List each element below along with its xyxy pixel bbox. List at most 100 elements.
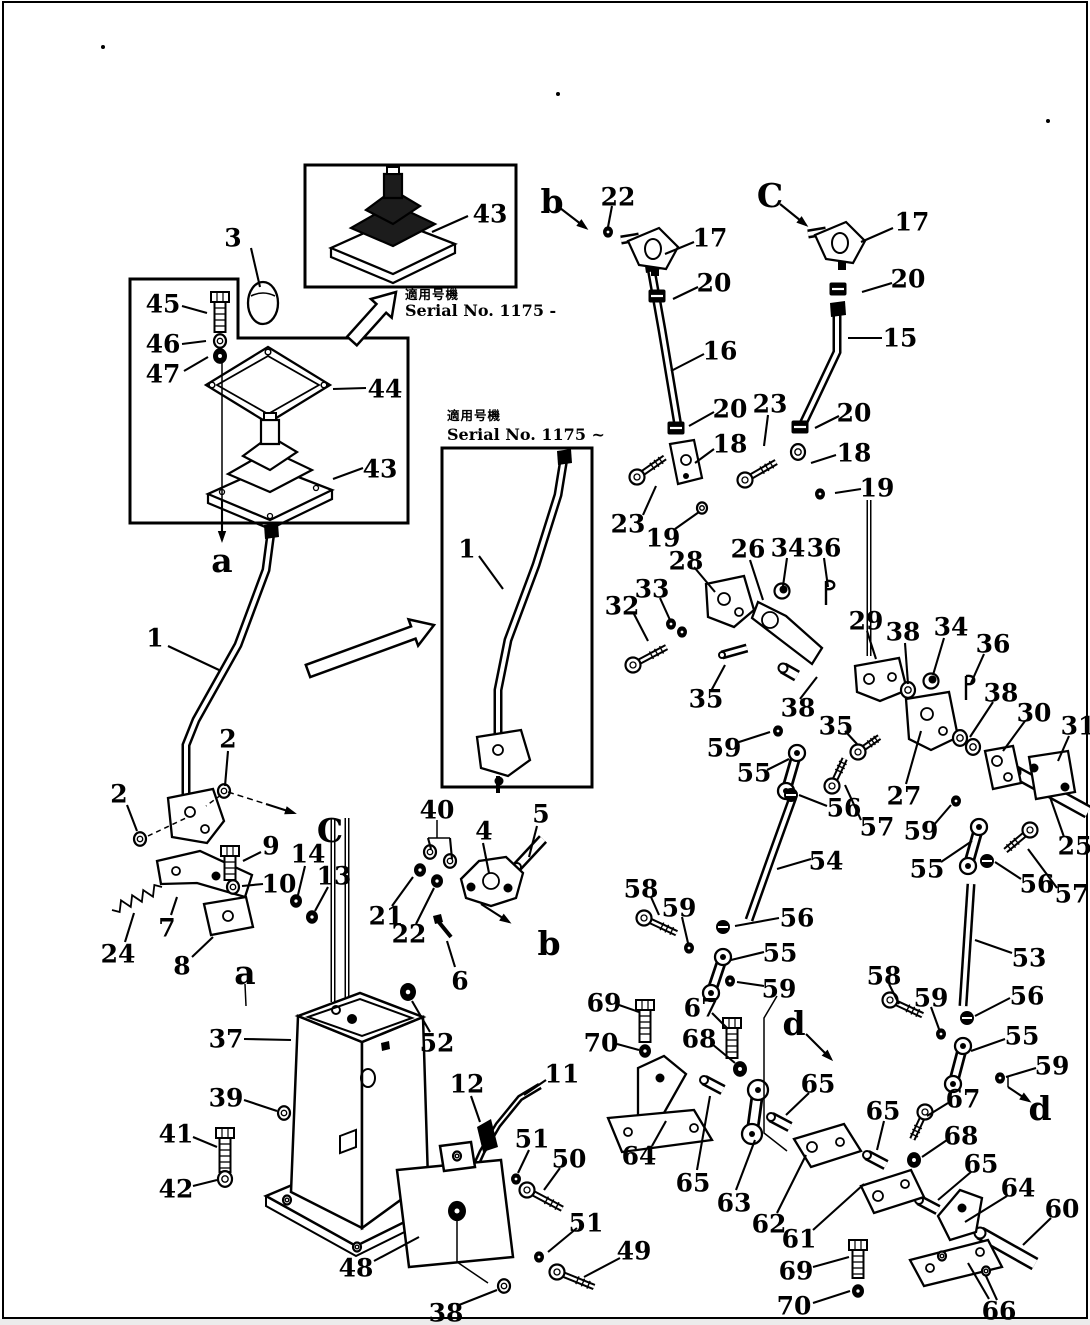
washer-icon xyxy=(442,853,458,869)
diagram-line xyxy=(763,995,788,1152)
bolt-thread xyxy=(659,922,665,931)
callout-28: 28 xyxy=(669,547,704,576)
bracket-hole xyxy=(872,1190,884,1202)
callout-29: 29 xyxy=(849,607,884,636)
leader-arrowhead-icon xyxy=(217,531,227,543)
bolt-shaft xyxy=(638,1009,652,1043)
boot-base-lip xyxy=(329,244,457,285)
bolt-thread xyxy=(869,737,876,746)
bolt-thread xyxy=(834,768,844,774)
bolt-thread xyxy=(664,924,670,933)
leader-line xyxy=(123,912,136,943)
washer-icon xyxy=(936,1250,948,1262)
callout-37: 37 xyxy=(209,1025,244,1054)
bracket-hole xyxy=(863,673,875,685)
leader-line xyxy=(969,701,994,738)
callout-60: 60 xyxy=(1045,1195,1080,1224)
bracket-icon xyxy=(475,728,532,778)
bolt-thread xyxy=(836,764,845,770)
leader-line xyxy=(192,1136,218,1148)
callout-41: 41 xyxy=(159,1120,194,1149)
pin-end xyxy=(718,651,726,659)
washer-hole xyxy=(969,743,977,751)
callout-9: 9 xyxy=(262,832,279,861)
callout-1: 1 xyxy=(458,535,475,564)
serial-note-en: Serial No. 1175 - xyxy=(405,301,556,320)
gasket-hole xyxy=(320,381,328,389)
callout-46: 46 xyxy=(146,330,181,359)
callout-43: 43 xyxy=(473,200,508,229)
washer-hole xyxy=(818,492,822,496)
diagram-line xyxy=(456,1221,489,1284)
bracket-icon xyxy=(750,600,824,666)
bolt-thread xyxy=(653,648,660,657)
bolt-thread xyxy=(669,926,675,936)
solid-detail xyxy=(557,449,572,465)
link-pin xyxy=(720,954,726,960)
bolt-head xyxy=(848,1239,868,1251)
bolt-head-detail xyxy=(553,1268,561,1276)
bracket-hole xyxy=(887,672,897,682)
bolt-shaft xyxy=(725,1027,739,1059)
leader-line xyxy=(192,1178,218,1188)
bracket-icon xyxy=(1027,749,1077,801)
bolt-thread xyxy=(657,456,664,465)
leader-line xyxy=(332,386,367,391)
leader-line xyxy=(861,281,893,294)
bracket-icon xyxy=(936,1188,984,1242)
washer-icon xyxy=(980,1265,992,1277)
leader-line xyxy=(411,1000,431,1033)
bolt-core xyxy=(863,736,881,750)
leader-line xyxy=(735,731,771,744)
callout-22: 22 xyxy=(392,920,427,949)
bolt-head-detail xyxy=(640,914,648,922)
callout-d: d xyxy=(1028,1089,1051,1128)
washer-hole xyxy=(136,835,144,843)
bolt-head-detail xyxy=(921,1108,929,1116)
callout-20: 20 xyxy=(891,265,926,294)
leader-line xyxy=(517,1149,530,1174)
callout-47: 47 xyxy=(146,360,181,389)
pin-end xyxy=(699,1075,709,1085)
callout-38: 38 xyxy=(886,618,921,647)
bolt-thread xyxy=(913,1124,923,1130)
joint-bore xyxy=(644,238,662,260)
outline-shape xyxy=(128,277,410,525)
bracket-stud xyxy=(1060,782,1070,792)
callout-35: 35 xyxy=(689,685,724,714)
bolt-thread xyxy=(905,1004,911,1013)
callout-52: 52 xyxy=(420,1029,455,1058)
bolt-head xyxy=(624,656,642,674)
leader-arrowhead-icon xyxy=(284,806,297,815)
bolt-head-detail xyxy=(741,476,749,484)
leader-line xyxy=(931,637,946,676)
leader-line xyxy=(672,286,699,300)
leader-line xyxy=(415,887,435,925)
washer-hole xyxy=(983,1268,989,1274)
leader-line xyxy=(921,1139,948,1158)
callout-66: 66 xyxy=(982,1297,1017,1325)
boot-stub xyxy=(382,172,404,200)
bracket-icon xyxy=(636,1054,688,1122)
callout-59: 59 xyxy=(662,894,697,923)
bolt-thread xyxy=(759,466,765,475)
leader-line xyxy=(170,896,178,916)
leader-line xyxy=(583,1257,621,1278)
bolt-head xyxy=(548,1263,566,1281)
bolt-thread xyxy=(915,1008,921,1018)
leader-line xyxy=(762,414,770,447)
leader-line xyxy=(167,645,220,671)
gasket-hole xyxy=(264,348,272,356)
diagram-line xyxy=(436,919,453,939)
outline-shape xyxy=(0,1319,1090,1325)
leader-line xyxy=(618,1004,640,1013)
bracket-hole xyxy=(184,806,196,818)
leader-line xyxy=(860,227,894,243)
serial-note-en: Serial No. 1175 ~ xyxy=(447,425,605,444)
leader-line xyxy=(974,997,1011,1017)
callout-43: 43 xyxy=(363,455,398,484)
outline-shape xyxy=(339,1128,357,1155)
callout-57: 57 xyxy=(860,813,895,842)
snap-pin-icon xyxy=(964,674,976,700)
leader-line xyxy=(1057,735,1070,762)
